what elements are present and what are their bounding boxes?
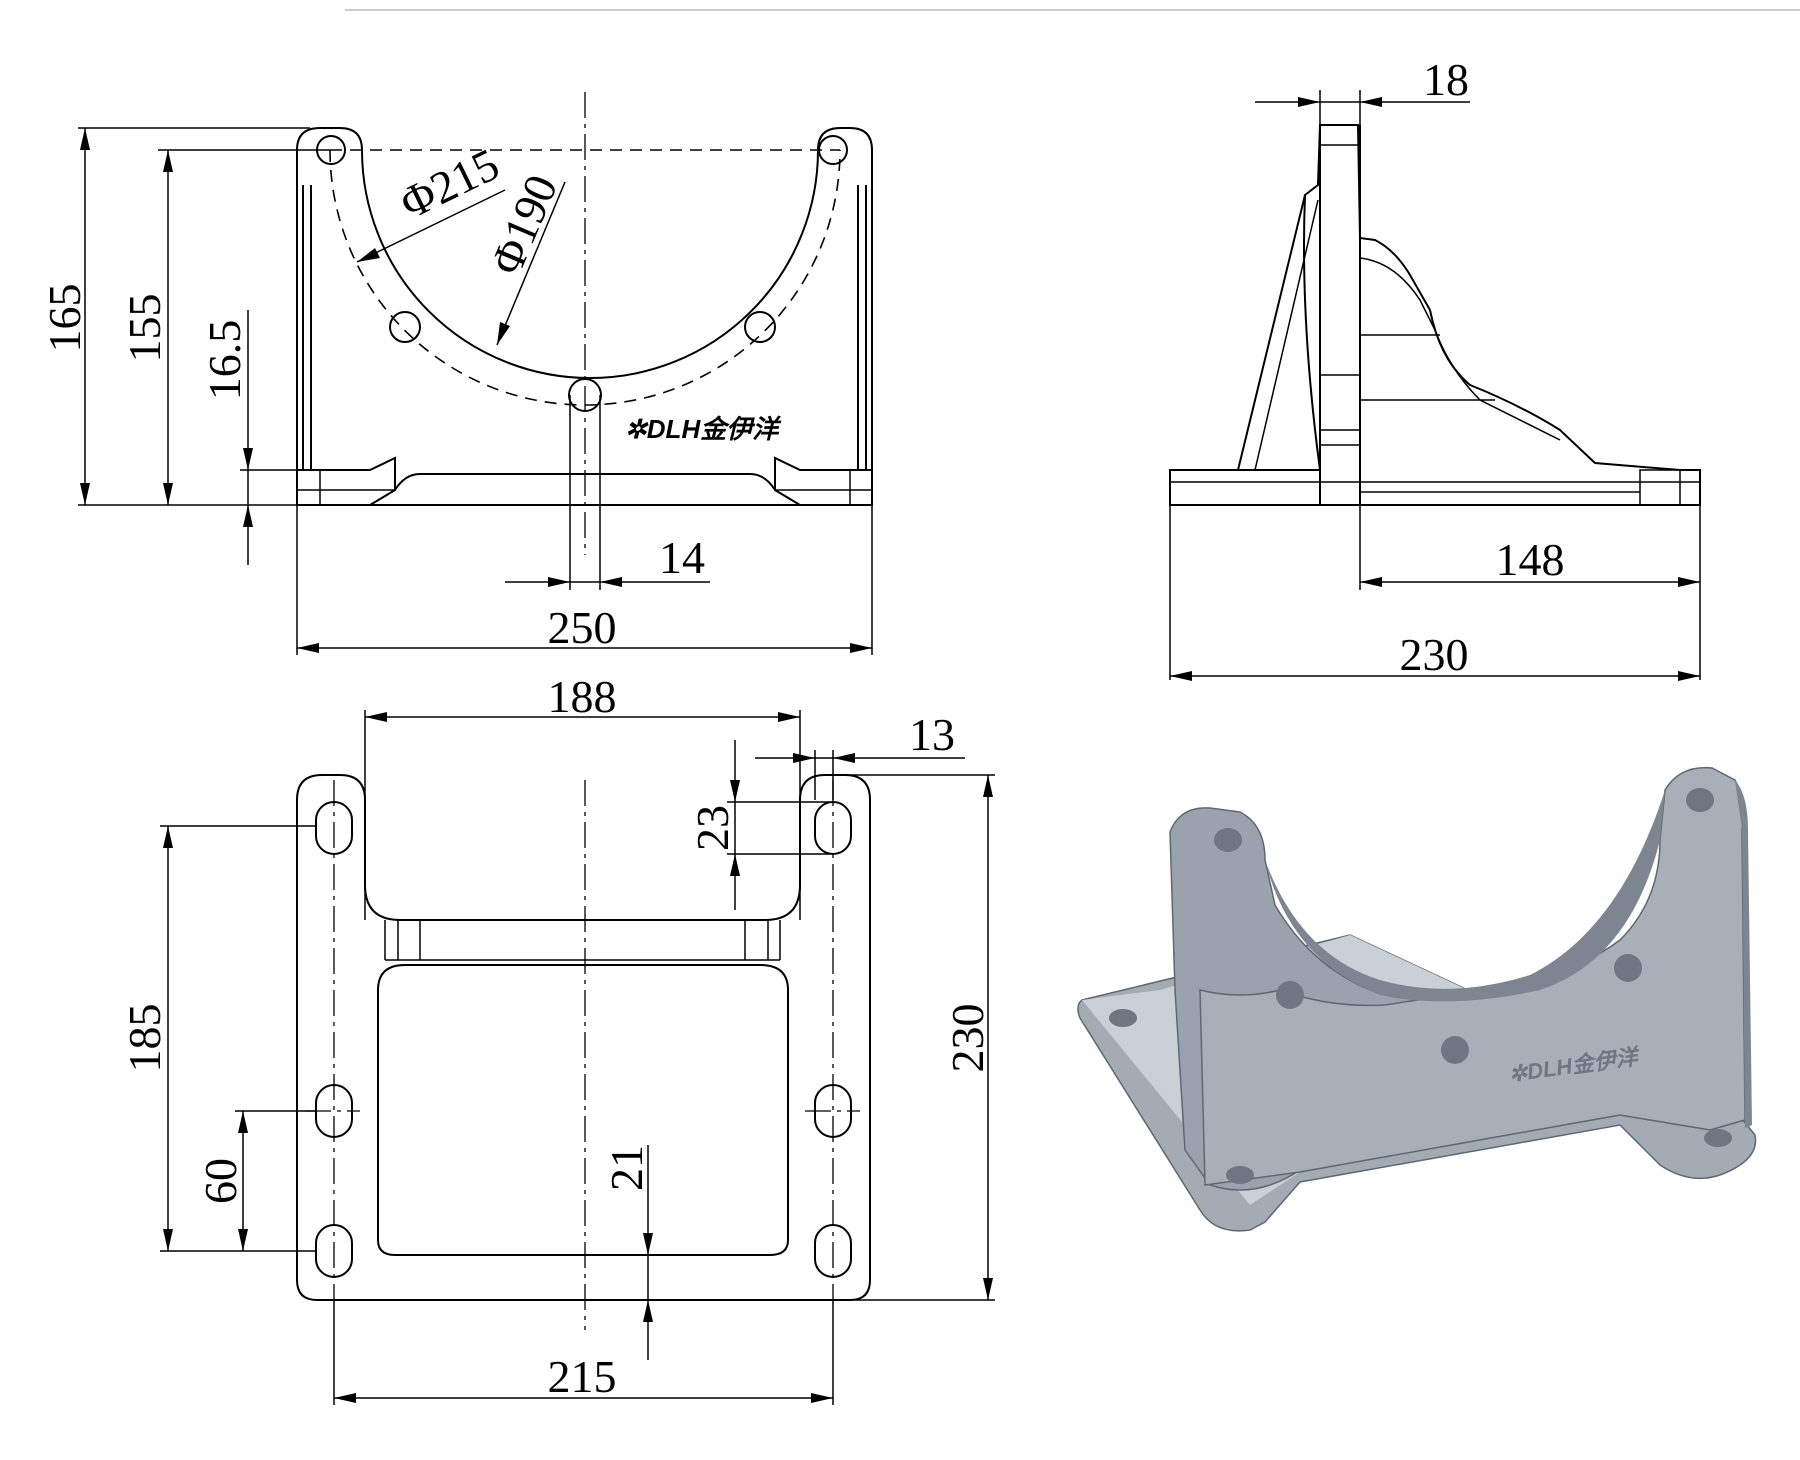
dim-label-230-top: 230 [942, 1004, 993, 1073]
dim-leader-215 [356, 189, 506, 263]
iso-base-hole-2 [1226, 1166, 1254, 1184]
dim-label-250: 250 [548, 602, 617, 653]
arrowhead [1360, 97, 1382, 107]
arrowhead [1678, 671, 1700, 681]
arrowhead [1170, 671, 1192, 681]
iso-hole-top-left [1214, 828, 1242, 852]
arrowhead [365, 712, 387, 722]
arrowhead [793, 753, 815, 763]
side-curve-inner [1359, 257, 1561, 441]
side-foot-detail [1639, 469, 1681, 506]
arrowhead [1298, 97, 1320, 107]
dim-label-188: 188 [548, 671, 617, 722]
arrowhead [850, 643, 872, 653]
arrowhead [357, 248, 380, 262]
arrowhead [833, 753, 855, 763]
arrowhead [243, 448, 253, 470]
arrowhead [163, 150, 173, 172]
arrowhead [163, 483, 173, 505]
side-rib [1237, 194, 1306, 471]
arrowhead [1678, 577, 1700, 587]
dim-label-21: 21 [601, 1145, 652, 1191]
arrowhead [730, 780, 740, 802]
arrowhead [983, 1278, 993, 1300]
arrowhead [243, 505, 253, 527]
side-view: 18 148 230 [1169, 54, 1701, 681]
iso-view: ✲DLH金伊洋 [1077, 766, 1757, 1232]
arrowhead [643, 1300, 653, 1322]
arrowhead [238, 1111, 248, 1133]
arrowhead [80, 128, 90, 150]
arrowhead [80, 483, 90, 505]
front-logo: ✲DLH金伊洋 [625, 414, 782, 444]
dim-label-148: 148 [1496, 534, 1565, 585]
iso-base-hole-3 [1704, 1129, 1732, 1147]
front-hole-left [389, 311, 421, 343]
front-view-outline [296, 127, 873, 506]
iso-base-hole-1 [1109, 1009, 1137, 1027]
arrowhead [643, 1233, 653, 1255]
side-view-outline [1169, 124, 1701, 506]
arrowhead [730, 854, 740, 876]
front-hole-right [744, 311, 776, 343]
iso-hole-left [1276, 981, 1304, 1009]
arrowhead [983, 775, 993, 797]
arrowhead [334, 1393, 356, 1403]
iso-right-side [1735, 780, 1752, 1128]
front-base-left-foot [297, 456, 396, 506]
dim-label-215: 215 [548, 1351, 617, 1402]
dim-label-16-5: 16.5 [199, 320, 250, 401]
dim-label-230-side: 230 [1400, 629, 1469, 680]
front-base-right-foot [774, 456, 872, 506]
arrowhead [778, 712, 800, 722]
arrowhead [163, 826, 173, 848]
arrowhead [297, 643, 319, 653]
arrowhead [811, 1393, 833, 1403]
dim-label-185: 185 [119, 1004, 170, 1073]
dim-leader-190 [496, 181, 566, 346]
arrowhead [163, 1229, 173, 1251]
arrowhead [548, 577, 570, 587]
arrowhead [238, 1229, 248, 1251]
side-rib-inner [1254, 199, 1319, 471]
arrowhead [1360, 577, 1382, 587]
arrowhead [497, 322, 510, 345]
dim-label-155: 155 [119, 294, 170, 363]
dim-label-23: 23 [687, 805, 738, 851]
dim-label-14: 14 [659, 532, 705, 583]
top-view: 188 13 23 230 185 60 [119, 671, 995, 1405]
front-hole-top-right [818, 135, 848, 165]
front-view: ✲DLH金伊洋 165 155 16.5 Φ215 Φ190 [39, 92, 873, 655]
arrowhead [600, 577, 622, 587]
top-recess-plate [377, 964, 789, 1256]
dim-label-18: 18 [1423, 54, 1469, 105]
iso-hole-right [1614, 954, 1642, 982]
dim-label-phi215: Φ215 [392, 138, 507, 229]
dim-label-13: 13 [909, 709, 955, 760]
iso-hole-bottom [1441, 1036, 1469, 1064]
dim-label-165: 165 [39, 284, 90, 353]
dim-label-60: 60 [195, 1158, 246, 1204]
iso-hole-top-right [1686, 788, 1714, 812]
